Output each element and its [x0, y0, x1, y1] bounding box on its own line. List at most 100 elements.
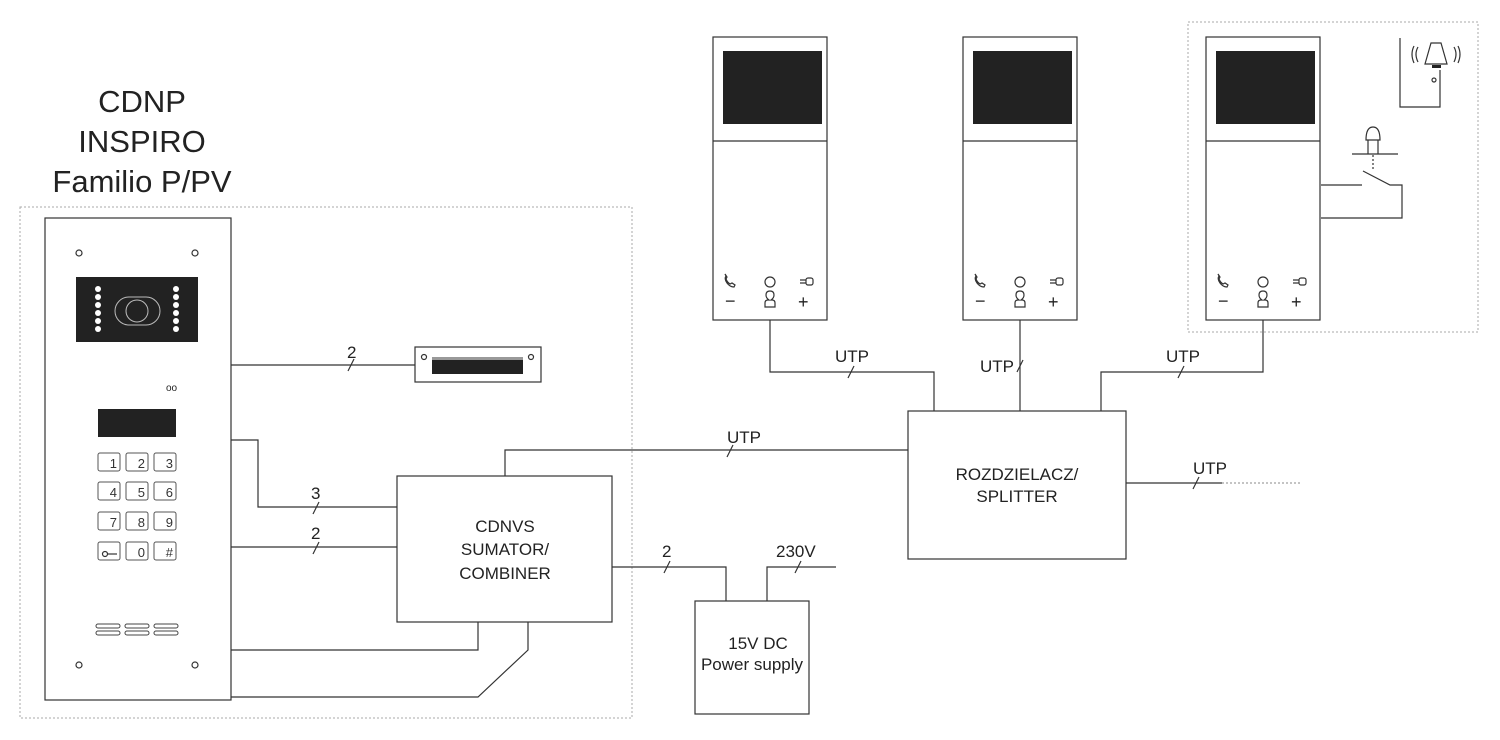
keypad: 1 2 3 4 5 6 7 8 9 0 #: [97, 452, 177, 561]
led-icon: [95, 310, 101, 316]
wire-label: 230V: [776, 542, 816, 561]
wire-label: 2: [347, 343, 356, 362]
title-line3: Familio P/PV: [52, 164, 231, 199]
mic-label: oo: [166, 383, 178, 394]
keypad-key: 4: [97, 481, 121, 501]
keypad-key: #: [153, 541, 177, 561]
key-icon[interactable]: [1050, 279, 1056, 284]
svg-text:5: 5: [138, 485, 145, 500]
circle-button-icon[interactable]: [1257, 276, 1269, 288]
led-icon: [173, 326, 179, 332]
combiner-box: CDNVS SUMATOR/ COMBINER: [396, 475, 613, 623]
wire-label: UTP: [1193, 459, 1227, 478]
led-icon: [173, 318, 179, 324]
led-icon: [173, 310, 179, 316]
screw-icon: [75, 249, 83, 257]
indoor-monitor-2: −+: [962, 36, 1078, 321]
led-icon: [95, 302, 101, 308]
monitor-screen: [1216, 51, 1315, 124]
wire-label: 2: [311, 524, 320, 543]
led-icon: [95, 294, 101, 300]
system-title: CDNP INSPIRO Familio P/PV: [52, 84, 231, 199]
keypad-key: [97, 541, 121, 561]
svg-text:8: 8: [138, 515, 145, 530]
psu-label: Power supply: [701, 655, 804, 674]
wire-label: 2: [662, 542, 671, 561]
combiner-label: SUMATOR/: [461, 540, 549, 559]
door-bell: [1399, 38, 1461, 108]
volume-down-button[interactable]: −: [975, 291, 986, 311]
panel-display: [98, 409, 176, 437]
keypad-key: 2: [125, 452, 149, 472]
handset-icon[interactable]: [724, 273, 736, 288]
monitor-screen: [723, 51, 822, 124]
volume-up-button[interactable]: +: [798, 292, 809, 312]
combiner-label: COMBINER: [459, 564, 551, 583]
power-supply-box: 15V DC Power supply: [694, 600, 810, 715]
electric-lock: [414, 346, 542, 383]
led-icon: [95, 286, 101, 292]
wire-label: UTP: [1166, 347, 1200, 366]
user-icon[interactable]: [1014, 290, 1026, 308]
handset-icon[interactable]: [1217, 273, 1229, 288]
screw-icon: [191, 661, 199, 669]
volume-up-button[interactable]: +: [1048, 292, 1059, 312]
svg-text:4: 4: [110, 485, 117, 500]
monitor-screen: [973, 51, 1072, 124]
splitter-label: ROZDZIELACZ/: [956, 465, 1079, 484]
key-icon[interactable]: [1293, 279, 1299, 284]
svg-text:1: 1: [110, 456, 117, 471]
keypad-key: 7: [97, 511, 121, 531]
led-icon: [173, 302, 179, 308]
keypad-key: 3: [153, 452, 177, 472]
volume-up-button[interactable]: +: [1291, 292, 1302, 312]
splitter-label: SPLITTER: [976, 487, 1057, 506]
user-icon[interactable]: [764, 290, 776, 308]
circle-button-icon[interactable]: [1014, 276, 1026, 288]
wire-label: UTP: [835, 347, 869, 366]
keypad-key: 0: [125, 541, 149, 561]
splitter-box: ROZDZIELACZ/ SPLITTER: [907, 410, 1127, 560]
svg-text:3: 3: [166, 456, 173, 471]
svg-text:6: 6: [166, 485, 173, 500]
led-icon: [173, 294, 179, 300]
monitor3-group-border: [1187, 21, 1479, 333]
outdoor-group-border: [19, 206, 633, 719]
indoor-monitor-1: −+: [712, 36, 828, 321]
title-line1: CDNP: [98, 84, 186, 119]
screw-icon: [191, 249, 199, 257]
volume-down-button[interactable]: −: [725, 291, 736, 311]
keypad-key: 8: [125, 511, 149, 531]
camera-module: [76, 277, 198, 342]
door-push-button: [1321, 126, 1403, 219]
title-line2: INSPIRO: [78, 124, 205, 159]
wires: 2 3 2 UTP 2 230V UTP UTP UTP UTP: [231, 320, 1300, 698]
keypad-key: 1: [97, 452, 121, 472]
svg-text:0: 0: [138, 545, 145, 560]
speaker-grill: [95, 623, 179, 636]
led-icon: [95, 326, 101, 332]
led-icon: [173, 286, 179, 292]
key-icon[interactable]: [800, 279, 806, 284]
keypad-key: 9: [153, 511, 177, 531]
wire-label: 3: [311, 484, 320, 503]
screw-icon: [75, 661, 83, 669]
wire-label: UTP: [980, 357, 1014, 376]
svg-text:#: #: [166, 545, 174, 560]
svg-text:7: 7: [110, 515, 117, 530]
handset-icon[interactable]: [974, 273, 986, 288]
keypad-key: 6: [153, 481, 177, 501]
indoor-monitor-3: −+: [1205, 36, 1321, 321]
wire-label: UTP: [727, 428, 761, 447]
psu-label: 15V DC: [728, 634, 788, 653]
circle-button-icon[interactable]: [764, 276, 776, 288]
volume-down-button[interactable]: −: [1218, 291, 1229, 311]
svg-text:2: 2: [138, 456, 145, 471]
svg-text:9: 9: [166, 515, 173, 530]
user-icon[interactable]: [1257, 290, 1269, 308]
door-panel: oo 1 2 3 4 5 6 7 8 9 0 #: [44, 217, 232, 701]
keypad-key: 5: [125, 481, 149, 501]
led-icon: [95, 318, 101, 324]
combiner-label: CDNVS: [475, 517, 535, 536]
